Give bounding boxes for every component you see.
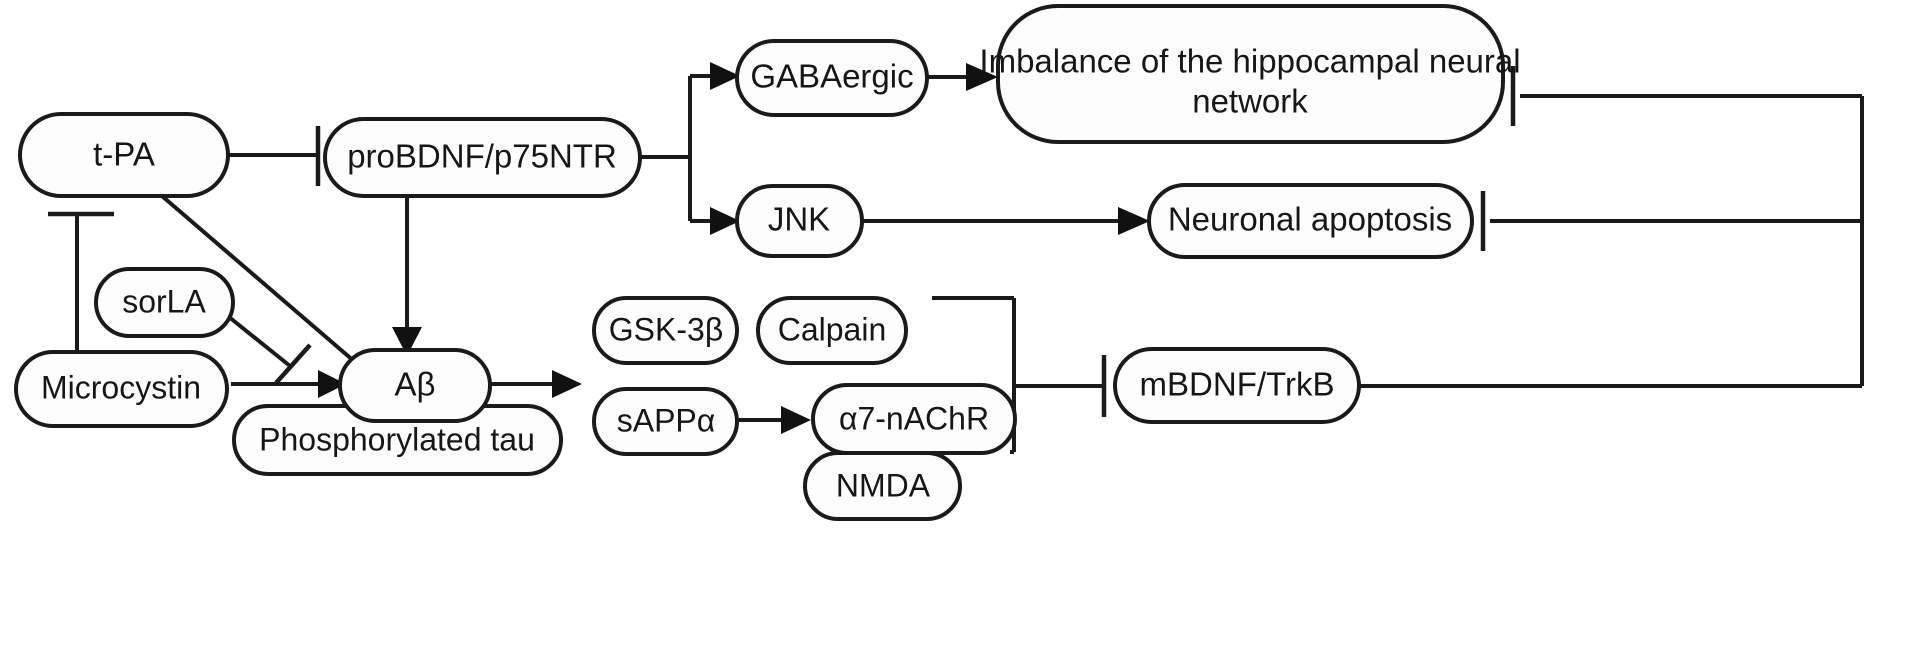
node-layer: t-PA proBDNF/p75NTR GABAergic Imbalance … xyxy=(14,4,1521,521)
edge-microcystin-inhibits-tpa xyxy=(48,211,114,352)
node-microcystin[interactable]: Microcystin xyxy=(14,350,229,428)
node-gsk-3-beta[interactable]: GSK-3β xyxy=(592,296,739,365)
node-neuronal-apoptosis[interactable]: Neuronal apoptosis xyxy=(1147,183,1474,259)
node-label-imbalance-line1: Imbalance of the hippocampal neural xyxy=(979,43,1520,80)
node-label-abeta: Aβ xyxy=(395,366,436,403)
node-label-neuronal-apoptosis: Neuronal apoptosis xyxy=(1168,201,1452,238)
edge-probdnf-activates-abeta xyxy=(392,197,422,356)
node-phosphorylated-tau[interactable]: Phosphorylated tau xyxy=(232,404,563,476)
edge-microcystin-activates-abeta xyxy=(231,370,346,398)
node-nmda[interactable]: NMDA xyxy=(803,451,962,521)
node-label-microcystin: Microcystin xyxy=(41,369,201,405)
node-label-sorla: sorLA xyxy=(122,283,206,319)
node-label-imbalance-line2: network xyxy=(1192,83,1308,120)
node-label-gabaergic: GABAergic xyxy=(750,58,913,95)
node-label-probdnf-p75ntr: proBDNF/p75NTR xyxy=(347,138,617,175)
edge-receptors-inhibit-mbdnf xyxy=(932,296,1107,454)
node-sorla[interactable]: sorLA xyxy=(94,267,235,338)
node-label-calpain: Calpain xyxy=(778,311,887,347)
node-label-alpha7-nachr: α7-nAChR xyxy=(839,400,989,436)
edge-layer xyxy=(48,62,1864,454)
node-alpha7-nachr[interactable]: α7-nAChR xyxy=(811,383,1017,455)
node-sapp-alpha[interactable]: sAPPα xyxy=(592,387,739,456)
edge-sorla-inhibits-abeta xyxy=(227,315,312,385)
edge-jnk-activates-apoptosis xyxy=(862,207,1150,235)
node-imbalance-hippocampal-network[interactable]: Imbalance of the hippocampal neural netw… xyxy=(979,4,1521,144)
edge-abeta-activates-downstream xyxy=(490,370,582,398)
node-label-gsk-3-beta: GSK-3β xyxy=(609,311,723,347)
edge-gabaergic-activates-imbalance xyxy=(927,63,998,91)
node-gabaergic[interactable]: GABAergic xyxy=(735,39,929,117)
node-t-pa[interactable]: t-PA xyxy=(18,112,230,198)
node-abeta[interactable]: Aβ xyxy=(338,348,492,423)
node-label-jnk: JNK xyxy=(768,201,830,238)
edge-mbdnf-inhibits-targets xyxy=(1359,66,1864,388)
edge-probdnf-branch xyxy=(640,62,740,235)
node-label-phosphorylated-tau: Phosphorylated tau xyxy=(259,421,535,457)
node-label-t-pa: t-PA xyxy=(93,136,155,173)
node-label-nmda: NMDA xyxy=(836,467,931,503)
node-calpain[interactable]: Calpain xyxy=(756,296,908,365)
node-label-sapp-alpha: sAPPα xyxy=(617,402,716,438)
node-jnk[interactable]: JNK xyxy=(735,184,864,258)
edge-sappa-activates-a7nachr xyxy=(737,406,811,434)
node-probdnf-p75ntr[interactable]: proBDNF/p75NTR xyxy=(323,117,642,198)
edge-tpa-inhibits-probdnf xyxy=(228,126,321,186)
node-mbdnf-trkb[interactable]: mBDNF/TrkB xyxy=(1113,347,1361,424)
node-label-mbdnf-trkb: mBDNF/TrkB xyxy=(1140,366,1335,403)
